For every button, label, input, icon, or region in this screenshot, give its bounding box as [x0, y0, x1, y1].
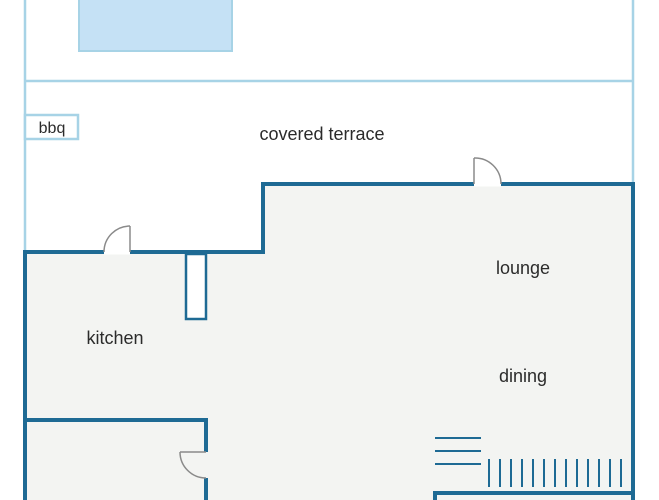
stair-treads	[488, 459, 622, 487]
kitchen-label: kitchen	[86, 328, 143, 348]
door-lower-room-arc	[179, 451, 207, 479]
door-kitchen-arc	[103, 225, 131, 253]
bbq-box	[23, 113, 80, 141]
covered-terrace-label: covered terrace	[259, 124, 384, 144]
pool	[78, 0, 233, 52]
dining-label: dining	[499, 366, 547, 386]
stairs-landing	[435, 437, 481, 465]
door-lounge-arc	[473, 157, 502, 185]
lower-room-wall	[25, 418, 208, 452]
exterior-wall	[23, 182, 635, 500]
door-lower-room	[179, 451, 207, 479]
bbq-area: bbq	[23, 113, 80, 141]
lounge-label: lounge	[496, 258, 550, 278]
door-kitchen	[103, 225, 131, 253]
kitchen-counter	[184, 252, 208, 321]
stair-wall	[433, 491, 633, 500]
door-lounge	[473, 157, 502, 185]
bbq-label: bbq	[39, 120, 66, 137]
